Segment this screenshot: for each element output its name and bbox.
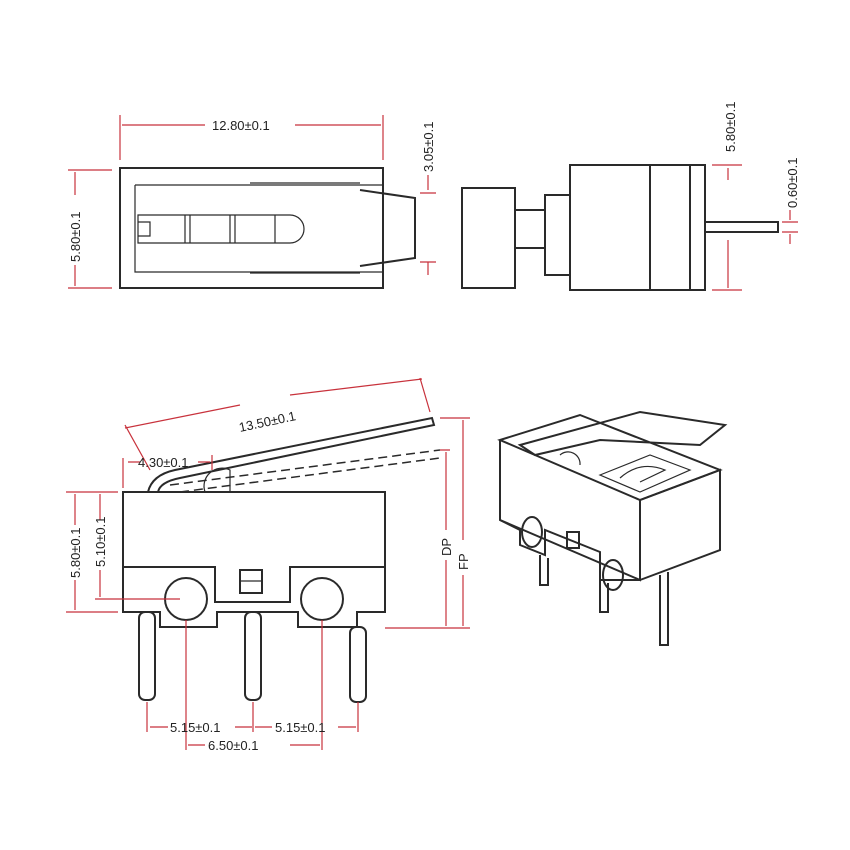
- dim-pitch-left: 5.15±0.1: [170, 720, 221, 735]
- top-view: 12.80±0.1 5.80±0.1 3.05±0.1: [68, 115, 436, 289]
- dim-fp: FP: [456, 553, 471, 570]
- dim-lever-offset: 4.30±0.1: [138, 455, 189, 470]
- dim-side-height: 5.80±0.1: [723, 101, 738, 152]
- dim-plunger: 3.05±0.1: [421, 121, 436, 172]
- front-view: 13.50±0.1 4.30±0.1 5.80±0.1 5.10±0.1 5.1…: [66, 377, 471, 753]
- dim-hole-spacing: 6.50±0.1: [208, 738, 259, 753]
- side-view: 5.80±0.1 0.60±0.1: [461, 101, 800, 291]
- isometric-view: [497, 410, 728, 646]
- dim-height-hole: 5.10±0.1: [93, 516, 108, 567]
- dim-dp: DP: [439, 538, 454, 556]
- dim-width: 5.80±0.1: [68, 211, 83, 262]
- dim-length: 12.80±0.1: [212, 118, 270, 133]
- dim-height-total: 5.80±0.1: [68, 527, 83, 578]
- dim-pin: 0.60±0.1: [785, 157, 800, 208]
- dim-pitch-right: 5.15±0.1: [275, 720, 326, 735]
- dim-lever: 13.50±0.1: [238, 408, 298, 435]
